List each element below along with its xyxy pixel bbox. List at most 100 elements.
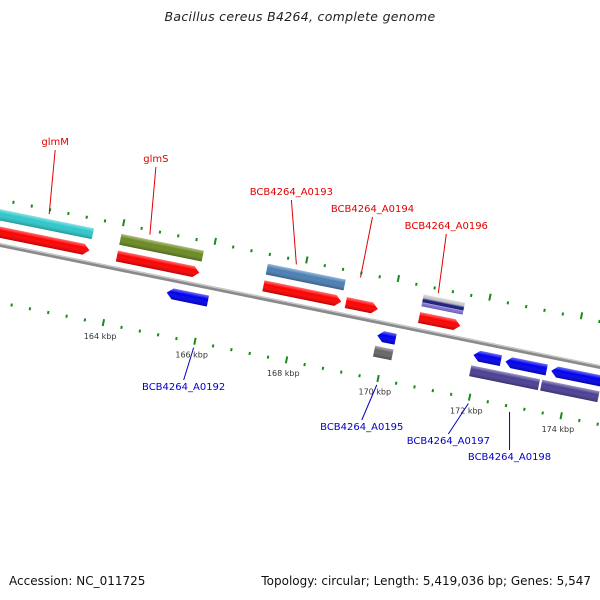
minor-tick-bottom [578, 418, 581, 423]
major-tick-bottom [376, 374, 380, 383]
minor-tick-top [176, 234, 180, 238]
minor-tick-bottom [83, 318, 87, 322]
minor-tick-bottom [65, 314, 68, 318]
gene-label-top: glmS [143, 154, 168, 165]
gene-label-top: BCB4264_A0194 [331, 204, 414, 215]
genome-track [0, 200, 600, 426]
genome-title: Bacillus cereus B4264, complete genome [164, 9, 436, 24]
gene-bar-BCB4264_A0196-top-shade [422, 294, 465, 307]
major-tick-top [305, 256, 309, 264]
minor-tick-top [67, 211, 70, 216]
accession-text: Accession: NC_011725 [9, 574, 146, 588]
minor-tick-bottom [596, 422, 599, 426]
minor-tick-bottom [321, 366, 325, 370]
minor-tick-bottom [28, 307, 32, 311]
minor-tick-top [323, 263, 327, 268]
gene-bar-BCB4264_A0193-shade [265, 263, 346, 291]
gene-bar-BCB4264_A0197-shade [469, 365, 541, 391]
genome-summary: Topology: circular; Length: 5,419,036 bp… [261, 574, 591, 588]
forward-cds-arrow-shade [115, 250, 200, 277]
gene-bar-glmM-shade [0, 208, 94, 240]
minor-tick-top [12, 200, 15, 204]
label-leader-line [183, 347, 195, 381]
minor-tick-top [250, 249, 253, 253]
minor-tick-top [30, 204, 34, 208]
label-leader-line [48, 149, 56, 215]
gene-label-bottom: BCB4264_A0195 [320, 422, 403, 433]
kbp-label: 170 kbp [358, 388, 391, 397]
label-leader-line [149, 166, 157, 235]
minor-tick-top [506, 301, 510, 305]
minor-tick-bottom [175, 336, 178, 341]
gene-label-top: glmM [41, 137, 69, 148]
label-leader-line [447, 403, 469, 435]
minor-tick-bottom [523, 407, 526, 411]
minor-tick-top [433, 286, 436, 290]
minor-tick-top [140, 226, 143, 231]
major-tick-bottom [101, 319, 106, 327]
reverse-cds-arrow-shade [473, 350, 502, 367]
label-leader-line [359, 216, 373, 278]
minor-tick-top [598, 319, 600, 324]
gene-label-bottom: BCB4264_A0192 [142, 382, 225, 393]
minor-tick-bottom [303, 362, 306, 367]
minor-tick-top [195, 237, 198, 242]
minor-tick-top [415, 282, 418, 286]
reverse-cds-arrow-shade [377, 331, 397, 345]
gene-bar-BCB4264_A0198-shade [540, 379, 600, 403]
minor-tick-bottom [10, 303, 13, 307]
kbp-label: 164 kbp [84, 332, 117, 341]
forward-cds-arrow-shade [417, 312, 461, 331]
minor-tick-bottom [248, 351, 251, 356]
minor-tick-bottom [266, 355, 270, 359]
kbp-label: 172 kbp [450, 406, 483, 415]
major-tick-top [213, 237, 217, 245]
label-leader-line [361, 384, 378, 421]
genome-backbone-highlight [0, 239, 600, 400]
major-tick-bottom [467, 393, 472, 401]
gene-label-top: BCB4264_A0193 [250, 187, 333, 198]
reverse-cds-arrow-shade [551, 366, 600, 387]
kbp-label: 174 kbp [542, 425, 575, 434]
minor-tick-bottom [449, 392, 453, 397]
gene-label-bottom: BCB4264_A0197 [407, 436, 490, 447]
kbp-label: 168 kbp [267, 369, 300, 378]
gene-bar-BCB4264_A0196-bottom-shade [421, 302, 464, 315]
minor-tick-bottom [504, 403, 508, 408]
minor-tick-bottom [358, 374, 361, 378]
gene-label-top: BCB4264_A0196 [405, 221, 488, 232]
major-tick-bottom [559, 412, 563, 420]
minor-tick-top [286, 256, 290, 260]
forward-cds-arrow-shade [0, 225, 90, 255]
label-leader-line [290, 199, 297, 265]
major-tick-bottom [284, 356, 289, 364]
minor-tick-top [378, 275, 381, 279]
minor-tick-top [158, 230, 162, 234]
forward-cds-arrow-shade [262, 280, 342, 306]
minor-tick-bottom [211, 344, 215, 348]
minor-tick-bottom [339, 370, 343, 374]
minor-tick-top [469, 293, 473, 298]
minor-tick-top [85, 215, 88, 219]
minor-tick-bottom [120, 325, 123, 330]
reverse-cds-arrow-shade [166, 288, 209, 307]
minor-tick-bottom [138, 329, 142, 333]
major-tick-bottom [193, 337, 197, 345]
gene-bar-BCB4264_A0196-shade [422, 298, 465, 311]
major-tick-top [122, 219, 126, 227]
minor-tick-bottom [541, 411, 544, 415]
minor-tick-top [451, 290, 455, 294]
minor-tick-bottom [486, 400, 490, 404]
reverse-cds-arrow-shade [505, 357, 548, 376]
minor-tick-bottom [46, 310, 50, 315]
minor-tick-top [543, 308, 546, 312]
minor-tick-top [341, 267, 345, 272]
gene-bar-BCB4264_A0195-shade [373, 345, 394, 361]
label-leader-line [437, 233, 447, 294]
major-tick-top [579, 312, 584, 320]
minor-tick-top [561, 312, 565, 316]
minor-tick-top [231, 245, 235, 249]
gene-bar-glmS-shade [119, 233, 204, 262]
minor-tick-top [268, 252, 272, 257]
